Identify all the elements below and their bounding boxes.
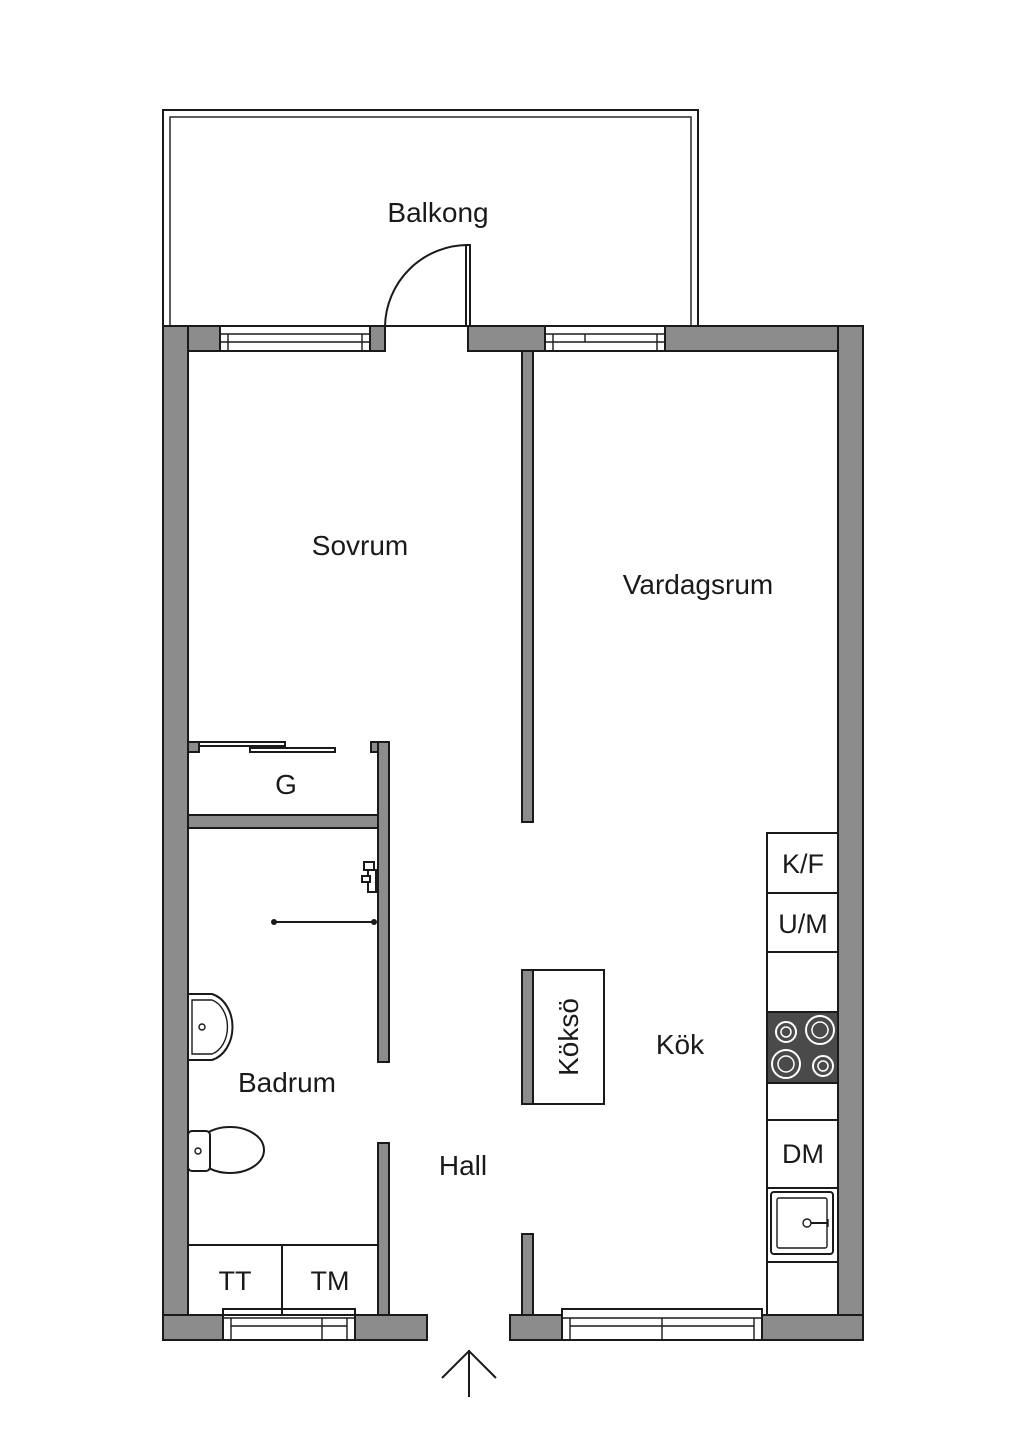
balcony <box>162 109 699 327</box>
kitchen-sink-icon <box>770 1191 834 1255</box>
kitchen-island <box>521 969 605 1105</box>
windows <box>219 325 763 1341</box>
fixture-label-um: U/M <box>778 909 828 939</box>
room-label-balkong: Balkong <box>387 197 488 228</box>
up-arrow-icon <box>441 1349 497 1397</box>
bath-storage <box>187 1244 379 1316</box>
room-label-hall: Hall <box>439 1150 487 1181</box>
interior-walls <box>187 350 534 1316</box>
fixture-label-kf: K/F <box>782 849 824 879</box>
room-label-vardagsrum: Vardagsrum <box>623 569 773 600</box>
outer-walls <box>162 325 864 1341</box>
room-label-kokso: Köksö <box>553 998 584 1076</box>
stove-icon <box>766 1011 839 1084</box>
window-bottom-bath <box>222 1308 356 1341</box>
fixture-label-tm: TM <box>311 1266 350 1296</box>
room-label-kok: Kök <box>656 1029 705 1060</box>
room-label-sovrum: Sovrum <box>312 530 408 561</box>
wardrobe-doors <box>198 741 336 753</box>
window-top-living <box>544 325 666 352</box>
fixture-label-tt: TT <box>219 1266 252 1296</box>
room-label-g: G <box>275 769 297 800</box>
door-swing-icon <box>384 244 471 327</box>
room-label-badrum: Badrum <box>238 1067 336 1098</box>
window-top-bedroom <box>219 325 371 352</box>
window-bottom-kitchen <box>561 1308 763 1341</box>
shower-icon <box>271 861 377 925</box>
toilet-icon <box>187 1126 265 1174</box>
sink-icon <box>187 993 234 1061</box>
fixture-label-dm: DM <box>782 1139 824 1169</box>
